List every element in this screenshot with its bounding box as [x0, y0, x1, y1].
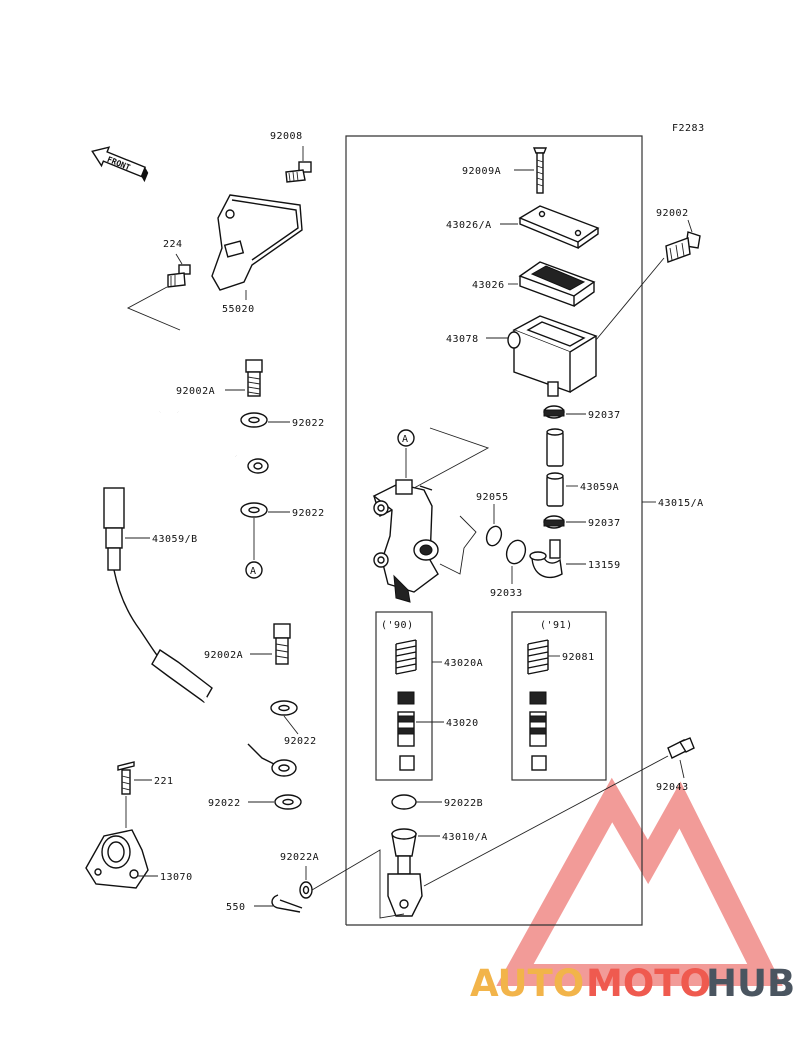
part-label-92033: 92033: [490, 588, 523, 599]
part-label-221: 221: [154, 776, 174, 787]
callout-circle-left: [245, 561, 263, 579]
part-label-43078: 43078: [446, 334, 479, 345]
part-label-92022-c: 92022: [284, 736, 317, 747]
part-label-92081: 92081: [562, 652, 595, 663]
holder-13070: [85, 829, 149, 889]
part-label-92055: 92055: [476, 492, 509, 503]
bolt-92008: [285, 161, 312, 183]
reservoir-cap-43026A: [518, 205, 600, 250]
brake-hose-43059B: [103, 409, 297, 777]
part-label-92022-d: 92022: [208, 798, 241, 809]
reservoir-43078: [507, 315, 598, 397]
bracket-55020: [211, 194, 303, 291]
piston-cup-90: [397, 691, 415, 771]
part-label-43059A: 43059A: [580, 482, 619, 493]
part-label-224: 224: [163, 239, 183, 250]
ring-92022B: [391, 794, 417, 810]
screw-221: [117, 761, 135, 795]
part-label-92022A: 92022A: [280, 852, 319, 863]
part-label-92002A-top: 92002A: [176, 386, 215, 397]
watermark-word-moto: MOTO: [586, 962, 711, 1005]
part-label-92037-a: 92037: [588, 410, 621, 421]
callout-letter-left: A: [250, 566, 257, 577]
washer-92022-b: [240, 502, 268, 518]
washer-92022-d: [274, 794, 302, 810]
part-label-92022-a: 92022: [292, 418, 325, 429]
pin-92043: [667, 737, 695, 759]
spring-92081: [527, 639, 549, 675]
variant-box-91: [511, 611, 607, 781]
part-label-92043: 92043: [656, 782, 689, 793]
variant-label-91: ('91): [540, 620, 573, 631]
assembly-frame: [345, 135, 643, 926]
part-label-43059B: 43059/B: [152, 534, 198, 545]
part-label-55020: 55020: [222, 304, 255, 315]
front-arrow-icon: FRONT: [91, 146, 149, 183]
clamp-92037-a: [543, 405, 565, 419]
callout-letter-right: A: [402, 434, 409, 445]
part-label-43015A: 43015/A: [658, 498, 704, 509]
bolt-224: [167, 264, 191, 288]
washer-92022A: [299, 881, 313, 899]
part-label-92022B: 92022B: [444, 798, 483, 809]
master-cylinder-body: [372, 479, 439, 603]
callout-circle-right: [397, 429, 415, 447]
washer-92022-c: [270, 700, 298, 716]
push-rod-43010A: [387, 828, 423, 917]
part-label-92022-b: 92022: [292, 508, 325, 519]
banjo-bolt-92002A-top: [245, 359, 263, 397]
part-label-43026A: 43026/A: [446, 220, 492, 231]
part-label-13159: 13159: [588, 560, 621, 571]
clamp-92037-b: [543, 515, 565, 529]
part-label-43020: 43020: [446, 718, 479, 729]
part-label-43010A: 43010/A: [442, 832, 488, 843]
variant-label-90: ('90): [381, 620, 414, 631]
watermark-logo: [496, 777, 783, 986]
washer-92022-a: [240, 412, 268, 428]
o-ring-92055: [485, 525, 503, 547]
watermark-word-auto: AUTO: [470, 962, 584, 1005]
hose-43059A: [546, 428, 564, 507]
screw-92009A: [532, 147, 548, 194]
figure-code: F2283: [672, 123, 705, 134]
diaphragm-43026: [518, 261, 596, 308]
watermark-text: AUTO MOTO HUB: [470, 962, 795, 1005]
bolt-92002: [665, 231, 701, 263]
part-label-92002: 92002: [656, 208, 689, 219]
piston-cup-91: [529, 691, 547, 771]
part-label-92008: 92008: [270, 131, 303, 142]
elbow-fitting-13159: [529, 539, 563, 579]
part-label-92002A-mid: 92002A: [204, 650, 243, 661]
variant-box-90: [375, 611, 433, 781]
spring-43020A: [395, 639, 417, 675]
watermark-word-hub: HUB: [706, 962, 795, 1005]
part-label-92037-b: 92037: [588, 518, 621, 529]
part-label-92009A: 92009A: [462, 166, 501, 177]
banjo-bolt-92002A-mid: [273, 623, 291, 665]
part-label-43020A: 43020A: [444, 658, 483, 669]
part-label-43026: 43026: [472, 280, 505, 291]
cotter-pin-550: [271, 894, 303, 913]
snap-ring-92033: [505, 539, 527, 565]
part-label-550: 550: [226, 902, 246, 913]
part-label-13070: 13070: [160, 872, 193, 883]
